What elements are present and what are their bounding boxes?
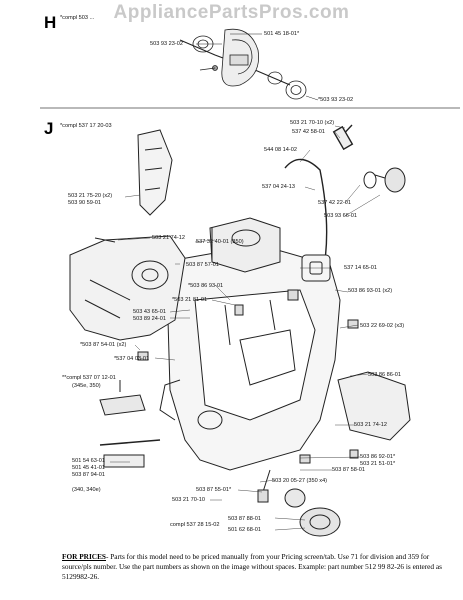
starter-bracket-drawing — [337, 371, 411, 441]
part-label: 503 21 75-20 (x2) — [68, 193, 113, 199]
part-label: 503 43 65-01 — [133, 309, 166, 315]
section-label-j: J — [44, 119, 54, 138]
part-label: 503 93 66-01 — [324, 213, 357, 219]
part-label: 503 93 23-02 — [150, 41, 183, 47]
part-label: *503 21 81-01 — [172, 297, 208, 303]
part-label: *537 04 03-01 — [114, 356, 150, 362]
part-label: 503 90 59-01 — [68, 200, 101, 206]
watermark: AppliancePartsPros.com — [113, 2, 350, 23]
part-label: 544 08 14-02 — [264, 147, 297, 153]
part-label: 501 45 41-01 — [72, 465, 105, 471]
part-label: 537 42 22-01 — [318, 200, 351, 206]
part-label: 503 86 86-01 — [368, 372, 401, 378]
part-label: 501 54 63-01 — [72, 458, 105, 464]
clutch-cover-drawing — [69, 235, 186, 341]
part-label: 537 04 24-13 — [262, 184, 295, 190]
part-label: 503 20 05-27 (350 x4) — [272, 478, 328, 484]
part-label: 503 21 70-10 (x2) — [290, 120, 335, 126]
crankshaft-drawing — [179, 28, 307, 100]
pricing-note-title: FOR PRICES — [62, 552, 106, 561]
part-label: 503 86 93-01 (x2) — [348, 288, 393, 294]
part-label: (340, 340e) — [72, 487, 101, 493]
fuel-filter-drawing — [363, 167, 406, 193]
crankcase-drawing — [159, 244, 341, 471]
part-label: *503 86 93-01 — [188, 283, 224, 289]
part-label: **compl 537 07 12-01 — [62, 375, 116, 381]
section-label-h: H — [44, 13, 57, 32]
part-label: 503 87 55-01* — [196, 487, 232, 493]
part-label: 537 42 58-01 — [292, 129, 325, 135]
fuel-hose-drawing — [284, 124, 354, 261]
part-label: 503 21 74-12 — [152, 235, 185, 241]
part-label: 503 87 57-01 — [186, 262, 219, 268]
part-label: 537 14 65-01 — [344, 265, 377, 271]
part-label: 503 87 88-01 — [228, 516, 261, 522]
part-label: 503 21 74-12 — [354, 422, 387, 428]
cylinder-drawing — [209, 217, 281, 273]
part-label: 503 22 69-02 (x3) — [360, 323, 405, 329]
part-label: *503 87 54-01 (x2) — [80, 342, 127, 348]
fuel-cap-drawing — [284, 488, 341, 537]
part-label: 537 32 40-01 (350) — [196, 239, 244, 245]
part-label: 503 21 51-01* — [360, 461, 396, 467]
part-label: 503 89 24-01 — [133, 316, 166, 322]
part-label: 503 86 92-01* — [360, 454, 396, 460]
pricing-note: FOR PRICES- Parts for this model need to… — [62, 552, 442, 582]
part-label: compl 537 28 15-02 — [170, 522, 220, 528]
part-label: *503 93 23-02 — [318, 97, 354, 103]
compl-note-j: *compl 537 17 20-03 — [60, 123, 112, 129]
part-label: 503 87 94-01 — [72, 472, 105, 478]
part-label: 501 45 18-01* — [264, 31, 300, 37]
chain-brake-drawing — [137, 129, 173, 216]
part-label: 501 62 68-01 — [228, 527, 261, 533]
pricing-note-text: - Parts for this model need to be priced… — [62, 552, 442, 581]
part-label: (345e, 350) — [72, 383, 101, 389]
bolts-drawing — [94, 237, 359, 503]
part-label: 503 87 58-01 — [332, 467, 365, 473]
part-label: 503 21 70-10 — [172, 497, 205, 503]
compl-note-h: *compl 503 ... — [60, 15, 95, 21]
decompression-valve-drawing — [99, 380, 146, 416]
